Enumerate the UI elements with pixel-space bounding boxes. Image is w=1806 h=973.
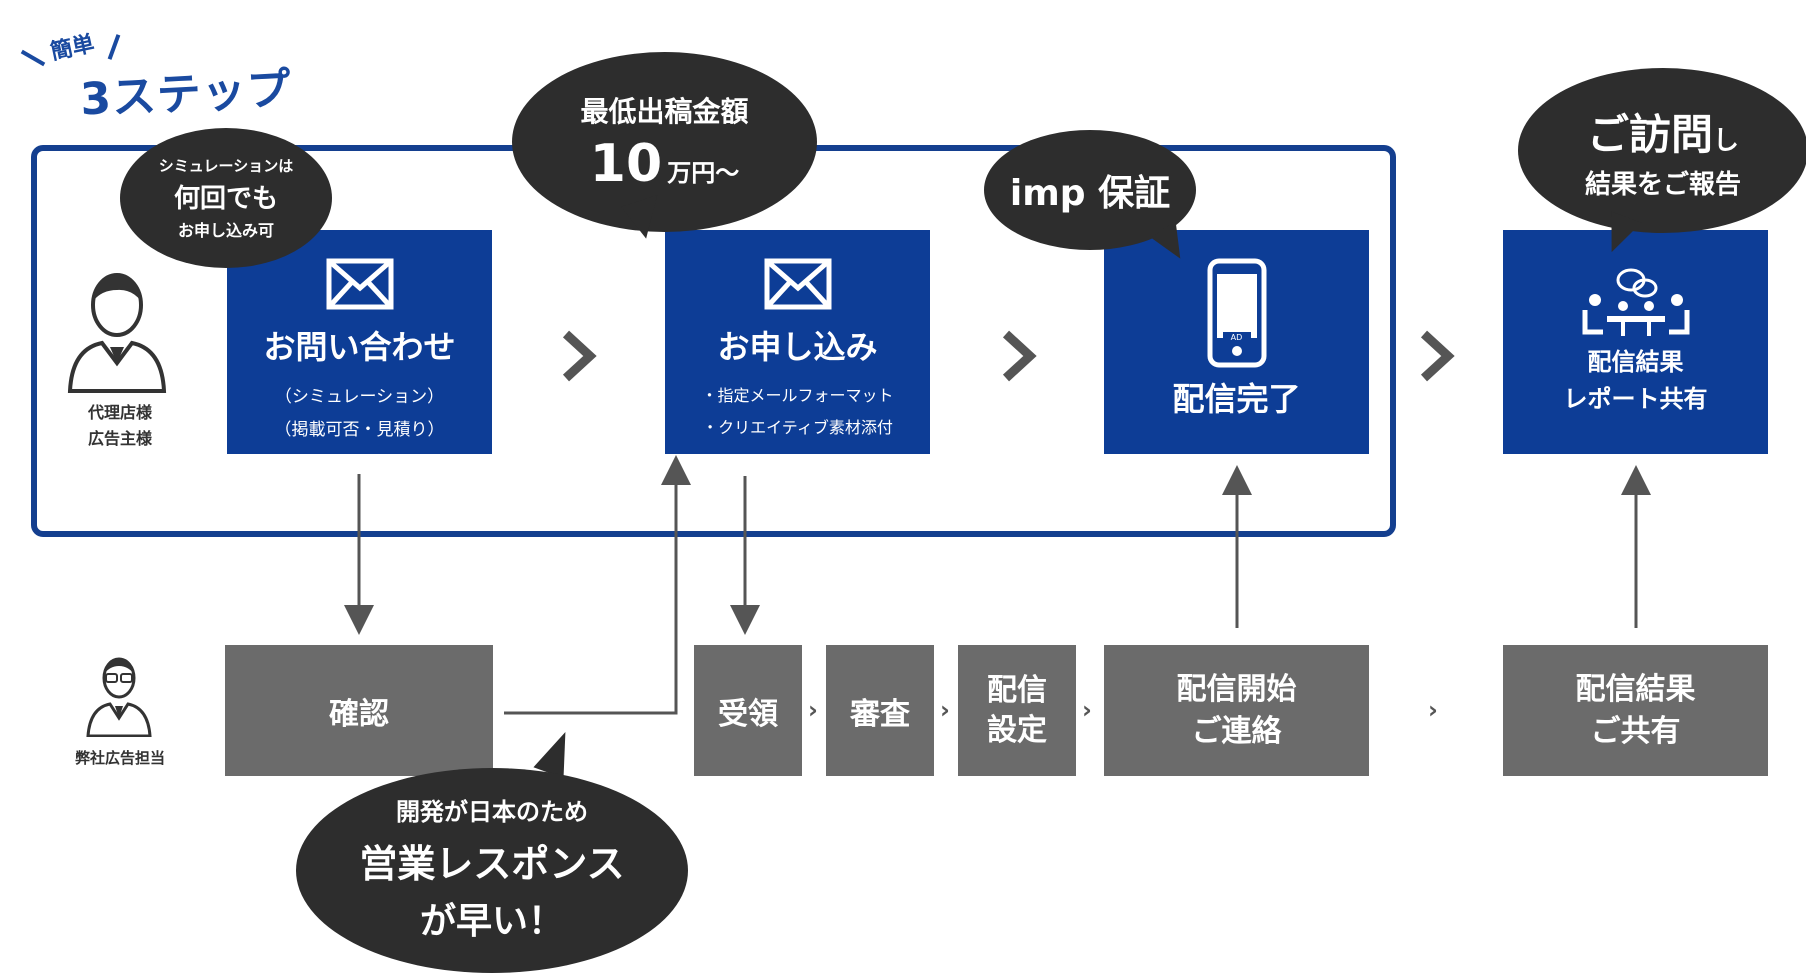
bubble-response-line1: 開発が日本のため: [396, 797, 588, 826]
staff-confirm[interactable]: 確認: [225, 645, 493, 776]
mail-icon: [326, 258, 394, 310]
step-inquiry-sub1: （シミュレーション）: [274, 387, 445, 407]
bubble-simulation-line3: お申し込み可: [177, 221, 274, 240]
chevron-right-icon: ›: [1428, 696, 1438, 724]
mail-icon: [764, 258, 832, 310]
client-label: 代理店様 広告主様: [87, 403, 152, 448]
chevron-right-icon: ›: [1082, 696, 1092, 724]
staff-result-share-line1: 配信結果: [1575, 671, 1696, 707]
bubble-report-line1: ご訪問し: [1587, 101, 1739, 162]
bubble-fast-response: 開発が日本のため 営業レスポンス が早い！: [296, 768, 688, 973]
staff-delivery-start-line2: ご連絡: [1191, 713, 1282, 749]
bubble-minimum-amount-value: 10: [589, 134, 663, 194]
chevron-right-icon: ›: [808, 696, 818, 724]
staff-delivery-setup-line2: 設定: [987, 712, 1047, 748]
bubble-simulation-line2: 何回でも: [173, 184, 278, 214]
staff-delivery-start[interactable]: 配信開始 ご連絡: [1104, 645, 1369, 776]
staff-result-share-line2: ご共有: [1590, 713, 1681, 749]
chevron-right-icon: [1418, 328, 1456, 388]
meeting-icon: [1581, 266, 1691, 338]
bubble-visit-report: ご訪問し 結果をご報告: [1518, 68, 1806, 233]
step-inquiry[interactable]: お問い合わせ （シミュレーション） （掲載可否・見積り）: [227, 230, 492, 454]
staff-receive-label: 受領: [718, 696, 778, 732]
chevron-right-icon: [560, 328, 598, 388]
step-application[interactable]: お申し込み ・指定メールフォーマット ・クリエイティブ素材添付: [665, 230, 930, 454]
staff-delivery-start-line1: 配信開始: [1176, 671, 1297, 707]
step-report-share-title-1: 配信結果: [1587, 348, 1684, 376]
staff-person-icon: [84, 652, 154, 738]
staff-receive[interactable]: 受領: [694, 645, 802, 776]
ad-badge: AD: [1222, 332, 1251, 344]
smartphone-icon: AD: [1207, 258, 1267, 368]
step-delivery-complete-title: 配信完了: [1172, 380, 1301, 418]
bubble-response-line2: 営業レスポンス: [359, 841, 625, 886]
staff-review-label: 審査: [850, 696, 910, 732]
staff-delivery-setup[interactable]: 配信 設定: [958, 645, 1076, 776]
step-application-title: お申し込み: [717, 328, 878, 366]
bubble-simulation: シミュレーションは 何回でも お申し込み可: [120, 128, 332, 268]
bubble-report-shi: し: [1713, 125, 1740, 156]
step-application-sub2: ・クリエイティブ素材添付: [702, 418, 893, 437]
bubble-minimum-line1: 最低出稿金額: [580, 95, 749, 128]
bubble-report-line2: 結果をご報告: [1584, 169, 1741, 200]
client-person-icon: [62, 263, 172, 393]
staff-result-share[interactable]: 配信結果 ご共有: [1503, 645, 1768, 776]
bubble-minimum-unit: 万円～: [667, 159, 740, 187]
staff-label: 弊社広告担当: [74, 749, 165, 767]
step-delivery-complete[interactable]: AD 配信完了: [1104, 230, 1369, 454]
staff-review[interactable]: 審査: [826, 645, 934, 776]
step-report-share-title-2: レポート共有: [1563, 385, 1708, 413]
chevron-right-icon: ›: [940, 696, 950, 724]
step-inquiry-title: お問い合わせ: [263, 328, 456, 366]
bubble-imp-text: imp 保証: [1009, 173, 1171, 214]
staff-confirm-label: 確認: [329, 696, 389, 732]
bubble-minimum-amount-row: 10 万円～: [590, 134, 739, 194]
bubble-simulation-line1: シミュレーションは: [158, 157, 294, 175]
bubble-response-line3: が早い！: [419, 900, 564, 942]
step-inquiry-sub2: （掲載可否・見積り）: [274, 420, 445, 440]
bubble-imp-guarantee: imp 保証: [984, 130, 1196, 250]
step-application-sub1: ・指定メールフォーマット: [701, 386, 894, 405]
bubble-minimum-amount: 最低出稿金額 10 万円～: [512, 52, 817, 232]
bubble-report-visit: ご訪問: [1586, 109, 1713, 159]
chevron-right-icon: [1000, 328, 1038, 388]
staff-delivery-setup-line1: 配信: [987, 672, 1047, 708]
step-report-share[interactable]: 配信結果 レポート共有: [1503, 230, 1768, 454]
